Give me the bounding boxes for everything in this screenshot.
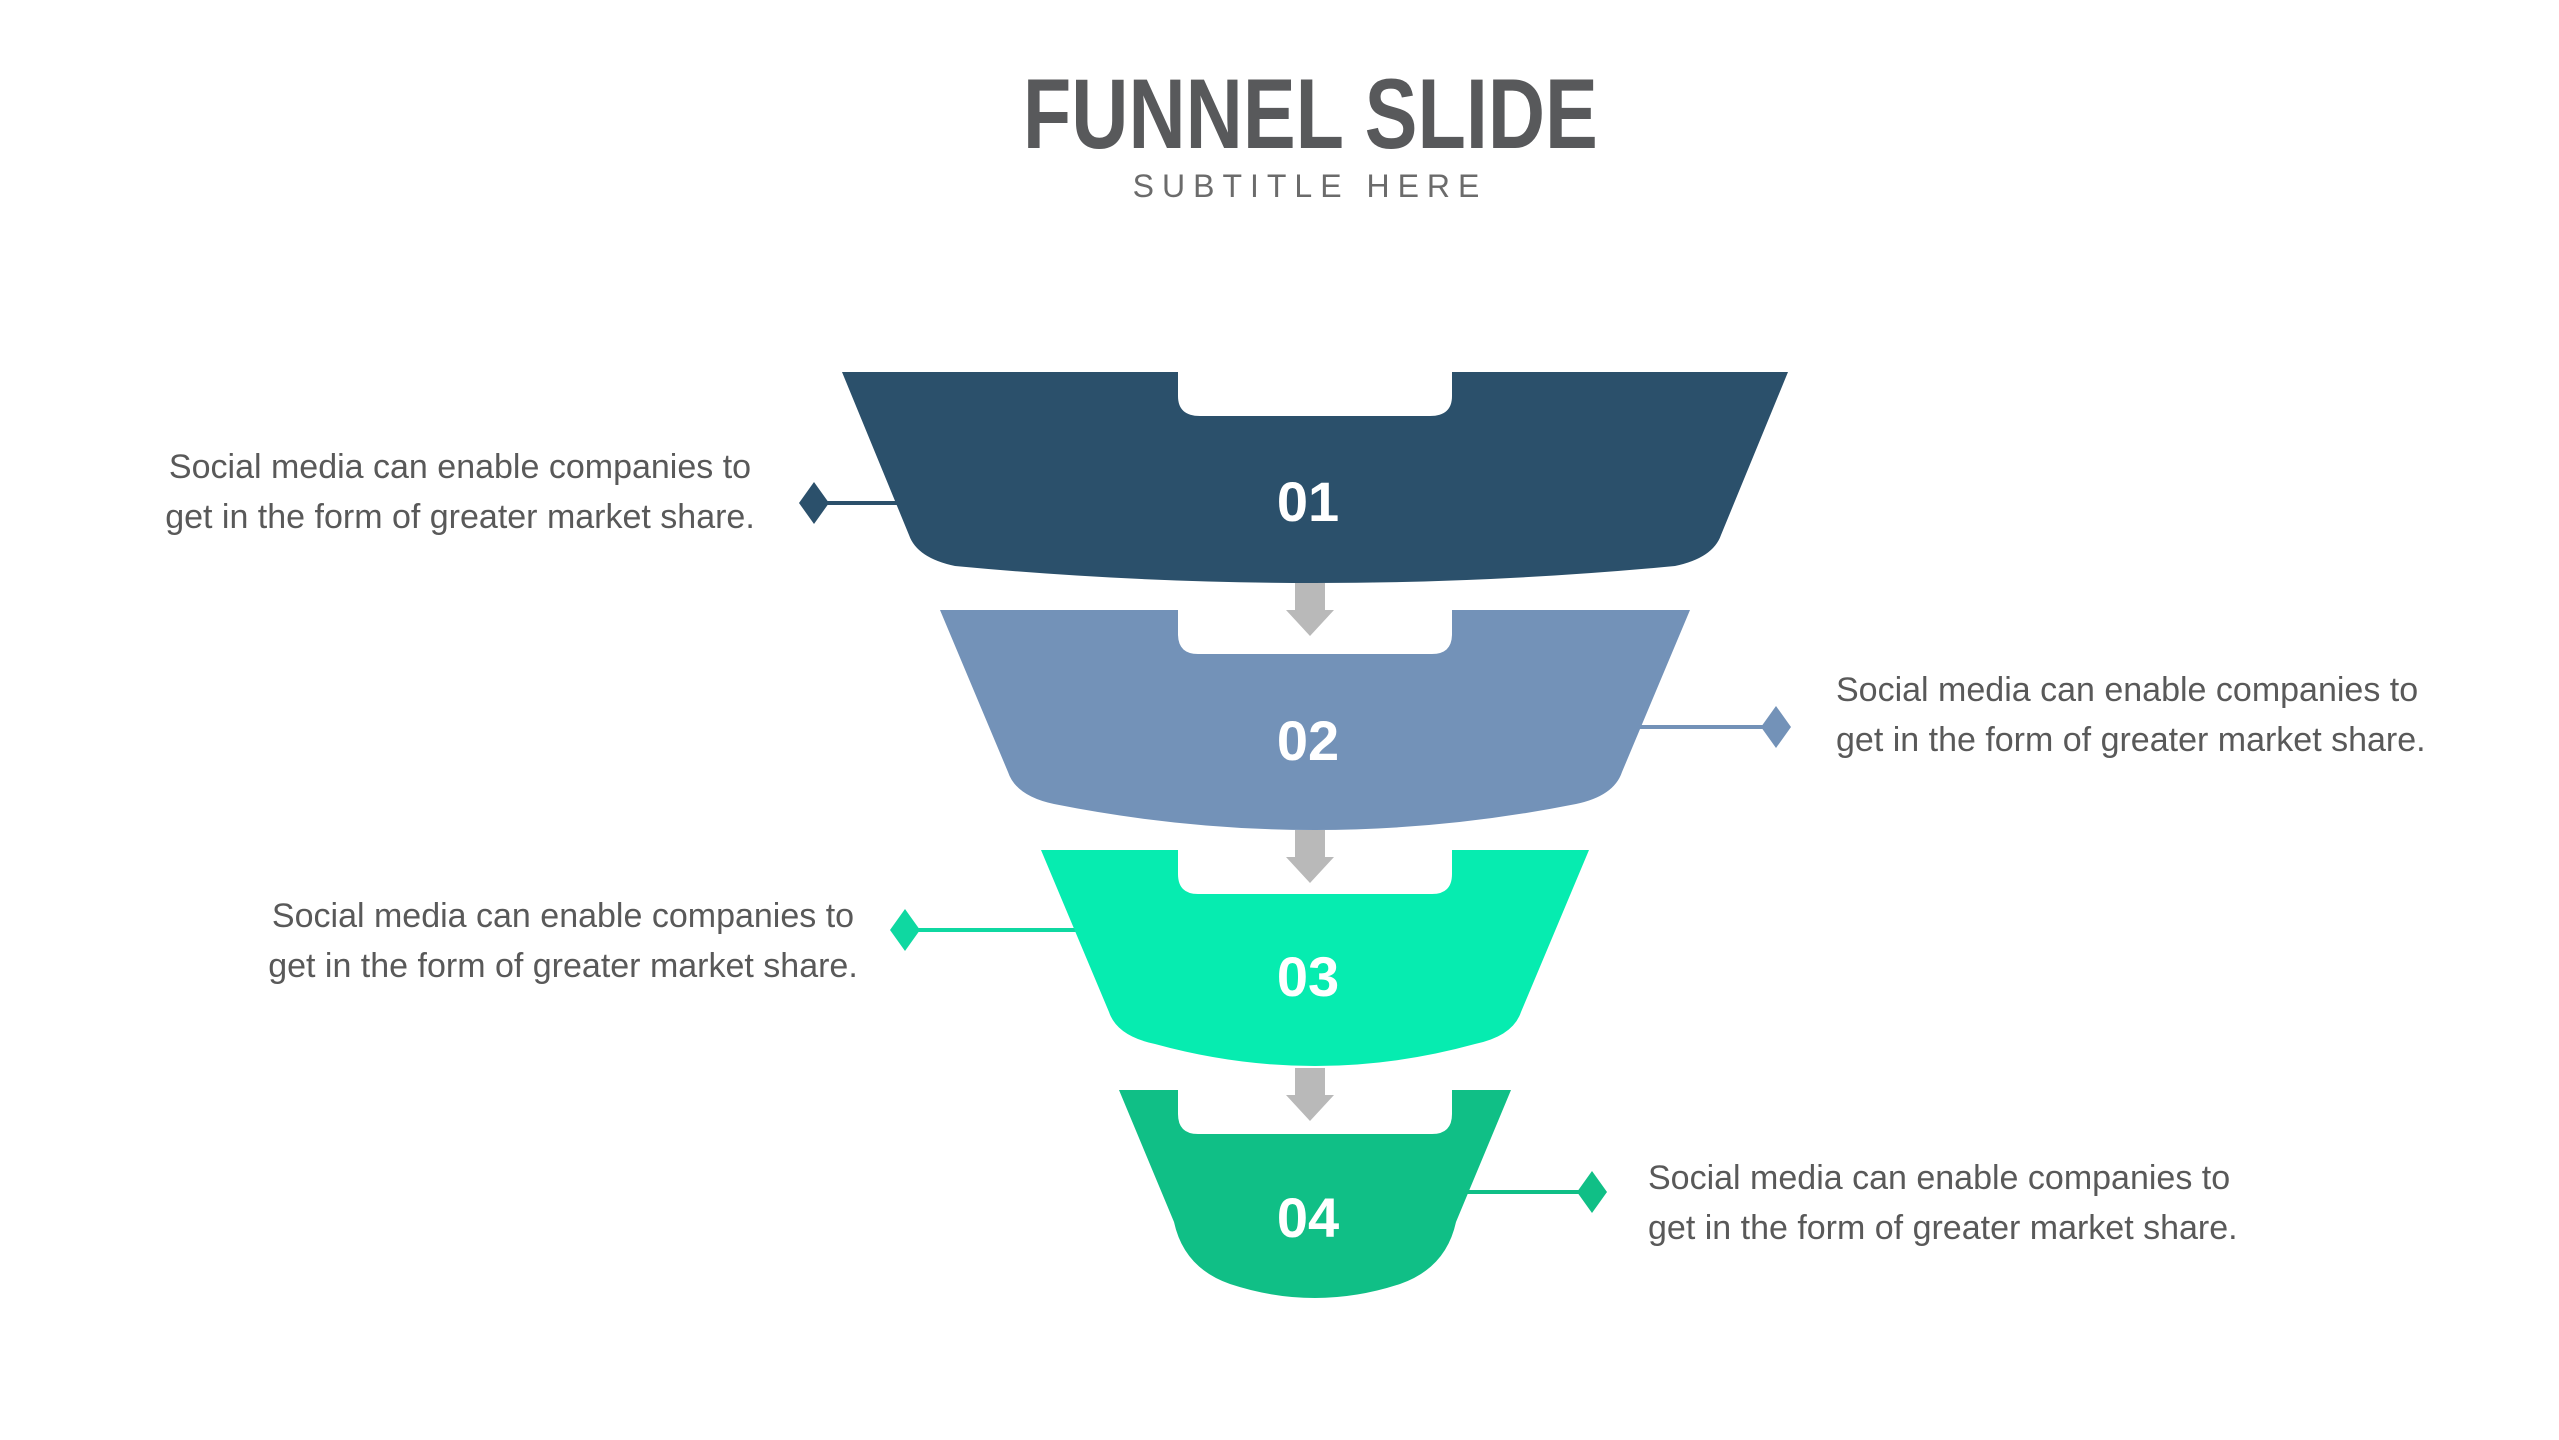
description-3-line-1: Social media can enable companies to bbox=[271, 897, 855, 935]
page-title-text: FUNNEL SLIDE bbox=[1022, 58, 1598, 169]
connector-stage-3 bbox=[890, 909, 1100, 951]
stage-number-3: 03 bbox=[1276, 945, 1340, 1008]
diamond-marker-2 bbox=[1761, 706, 1791, 748]
funnel-diagram bbox=[799, 372, 1791, 1298]
diamond-marker-4 bbox=[1577, 1171, 1607, 1213]
page-title: FUNNEL SLIDE bbox=[710, 64, 1910, 163]
diamond-marker-3 bbox=[890, 909, 920, 951]
diamond-marker-1 bbox=[799, 482, 829, 524]
stage-number-4: 04 bbox=[1276, 1186, 1340, 1249]
stage-number-2: 02 bbox=[1276, 709, 1340, 772]
down-arrow-icon-2 bbox=[1286, 830, 1334, 883]
funnel-stage-2-shape bbox=[940, 610, 1690, 830]
description-4-line-2: get in the form of greater market share. bbox=[1648, 1209, 2238, 1247]
funnel-stage-3-shape bbox=[1041, 850, 1589, 1066]
description-2-line-2: get in the form of greater market share. bbox=[1836, 721, 2426, 759]
description-1: Social media can enable companies to get… bbox=[160, 442, 760, 542]
description-2: Social media can enable companies to get… bbox=[1836, 665, 2486, 765]
description-3: Social media can enable companies to get… bbox=[263, 891, 863, 991]
down-arrow-icon-1 bbox=[1286, 583, 1334, 636]
description-3-line-2: get in the form of greater market share. bbox=[268, 947, 858, 985]
funnel-stage-4-shape bbox=[1119, 1090, 1511, 1298]
description-2-line-1: Social media can enable companies to bbox=[1836, 671, 2419, 709]
page-subtitle: SUBTITLE HERE bbox=[1132, 168, 1488, 204]
funnel-stage-1-shape bbox=[842, 372, 1788, 583]
description-4-line-1: Social media can enable companies to bbox=[1648, 1159, 2231, 1197]
stage-number-1: 01 bbox=[1276, 470, 1340, 533]
description-1-line-2: get in the form of greater market share. bbox=[165, 498, 755, 536]
down-arrow-icon-3 bbox=[1286, 1068, 1334, 1121]
description-1-line-1: Social media can enable companies to bbox=[168, 448, 752, 486]
description-4: Social media can enable companies to get… bbox=[1648, 1153, 2298, 1253]
